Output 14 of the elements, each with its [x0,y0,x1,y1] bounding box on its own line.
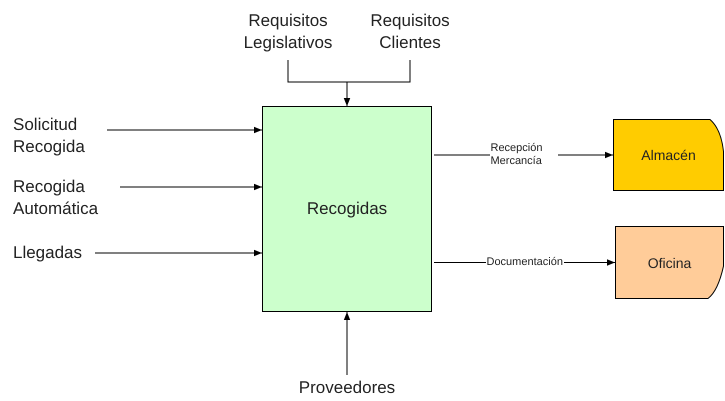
input-label: Proveedores [285,377,409,399]
arrow [344,312,350,376]
input-label: Requisitos Clientes [362,10,458,56]
box-label: Oficina [648,254,692,270]
input-label: Requisitos Legislativos [232,10,344,56]
arrow [344,60,410,106]
arrow [94,250,262,256]
input-label: Recogida Automática [13,176,118,222]
box-label: Almacén [641,147,696,163]
box-label: Recogidas [306,199,388,219]
arrow [106,126,262,134]
input-label: Llegadas [13,242,93,264]
arrow [120,184,262,190]
input-label: Solicitud Recogida [13,114,105,160]
